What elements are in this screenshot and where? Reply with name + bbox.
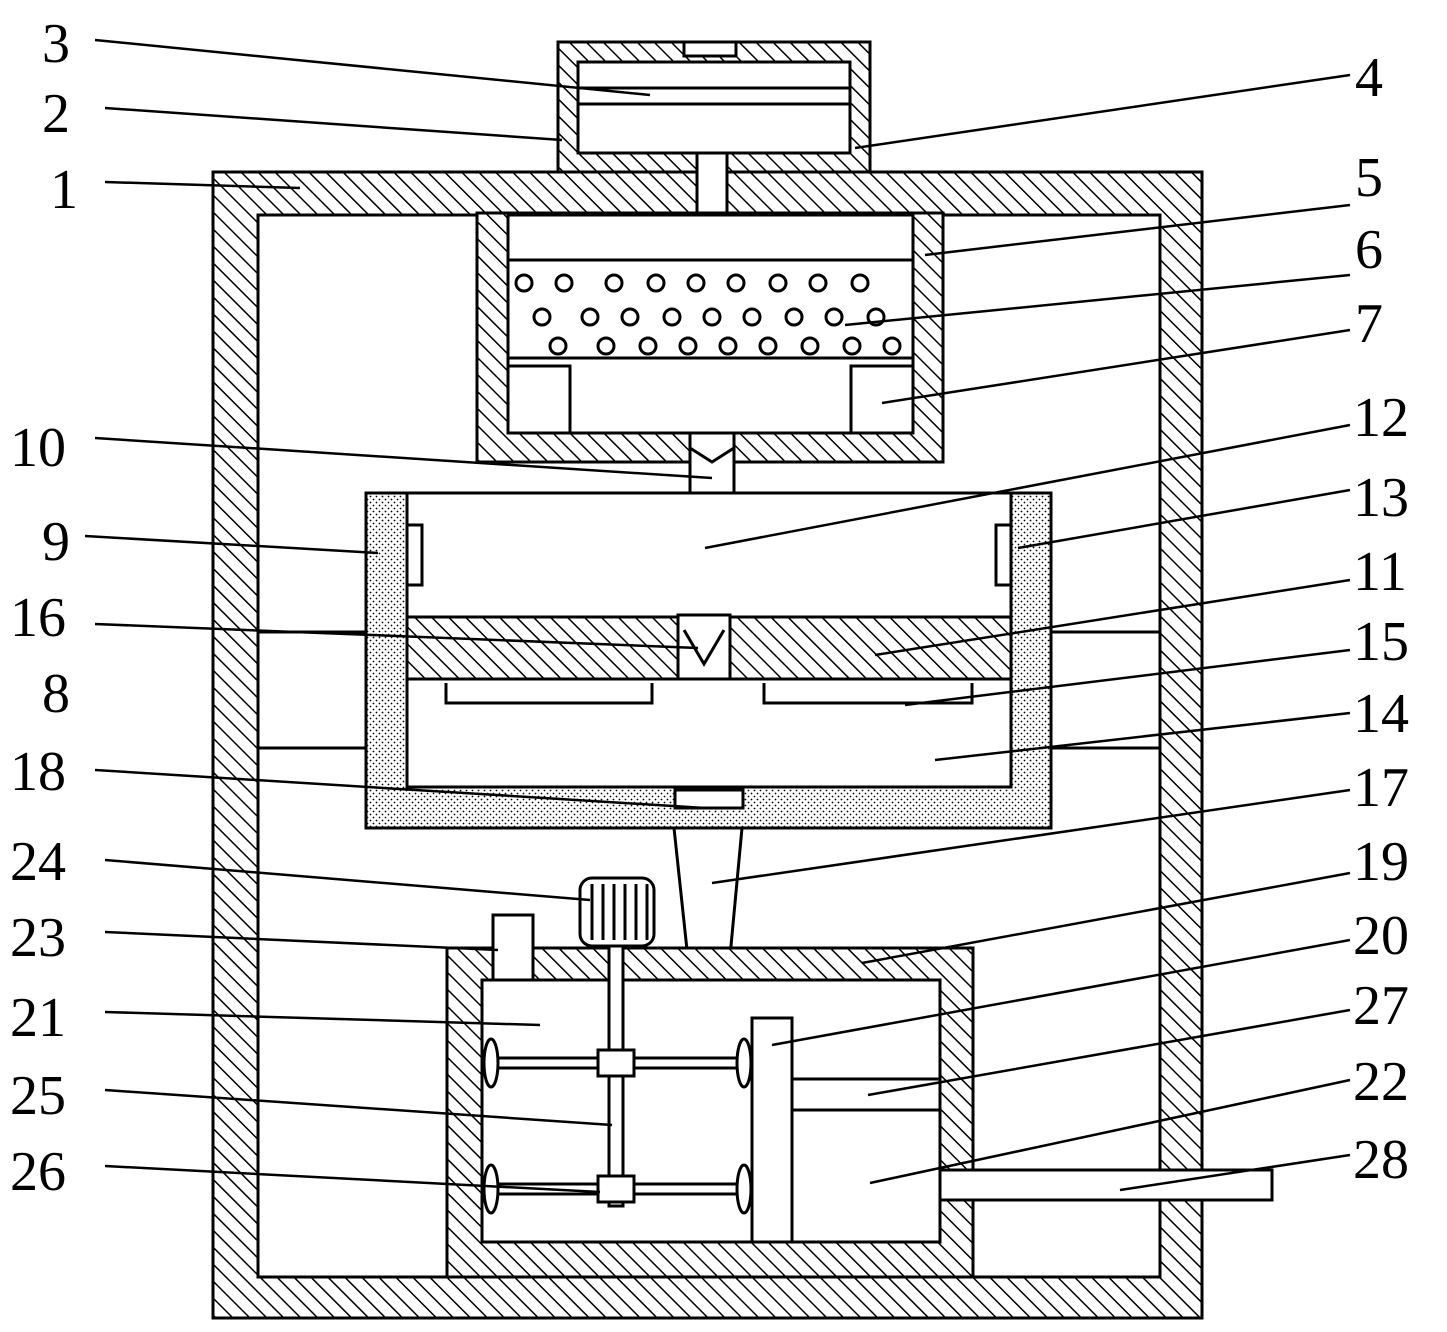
label-26: 26 bbox=[10, 1141, 66, 1203]
label-25: 25 bbox=[10, 1065, 66, 1127]
valve-16-mark bbox=[682, 629, 726, 667]
middle-container bbox=[364, 491, 1053, 830]
leader-lines bbox=[84, 38, 1351, 1194]
label-10: 10 bbox=[10, 417, 66, 479]
label-21: 21 bbox=[10, 987, 66, 1049]
top-box bbox=[556, 40, 872, 174]
label-9: 9 bbox=[42, 511, 70, 573]
label-6: 6 bbox=[1355, 219, 1383, 281]
label-7: 7 bbox=[1355, 293, 1383, 355]
label-28: 28 bbox=[1353, 1129, 1409, 1191]
label-15: 15 bbox=[1353, 611, 1409, 673]
label-4: 4 bbox=[1355, 47, 1383, 109]
outlet-18 bbox=[673, 788, 745, 810]
valve-10-mark bbox=[689, 446, 735, 464]
filter-balls-6 bbox=[514, 273, 902, 356]
paddle-top-left bbox=[482, 1037, 500, 1089]
label-14: 14 bbox=[1353, 683, 1409, 745]
label-18: 18 bbox=[10, 741, 66, 803]
label-17: 17 bbox=[1353, 757, 1409, 819]
label-19: 19 bbox=[1353, 831, 1409, 893]
label-2: 2 bbox=[42, 83, 70, 145]
tray-15-left bbox=[444, 683, 654, 705]
top-box-slot bbox=[682, 40, 738, 58]
outer-housing bbox=[211, 170, 1204, 1320]
hub-bottom bbox=[596, 1174, 636, 1204]
block-7-left bbox=[506, 364, 572, 435]
paddle-top-right bbox=[735, 1037, 753, 1089]
label-3: 3 bbox=[42, 13, 70, 75]
label-8: 8 bbox=[42, 663, 70, 725]
partition-20 bbox=[750, 1016, 794, 1244]
tray-15-right bbox=[762, 683, 974, 705]
label-11: 11 bbox=[1353, 541, 1407, 603]
label-27: 27 bbox=[1353, 975, 1409, 1037]
label-5: 5 bbox=[1355, 147, 1383, 209]
paddle-bottom-right bbox=[735, 1163, 753, 1215]
label-22: 22 bbox=[1353, 1051, 1409, 1113]
inlet-23 bbox=[491, 913, 535, 982]
clip-13 bbox=[994, 523, 1013, 587]
label-12: 12 bbox=[1353, 387, 1409, 449]
paddle-bottom-left bbox=[482, 1163, 500, 1215]
label-23: 23 bbox=[10, 907, 66, 969]
label-20: 20 bbox=[1353, 905, 1409, 967]
motor-24-fins bbox=[590, 884, 649, 940]
part-labels: 3 2 1 4 5 6 7 10 12 9 13 16 11 8 15 14 1… bbox=[10, 13, 1409, 1203]
hub-top bbox=[596, 1048, 636, 1078]
lower-box bbox=[445, 946, 975, 1279]
label-1: 1 bbox=[50, 159, 78, 221]
clip-9 bbox=[405, 523, 424, 587]
label-16: 16 bbox=[10, 587, 66, 649]
rod-4 bbox=[695, 151, 729, 215]
label-13: 13 bbox=[1353, 467, 1409, 529]
label-24: 24 bbox=[10, 831, 66, 893]
